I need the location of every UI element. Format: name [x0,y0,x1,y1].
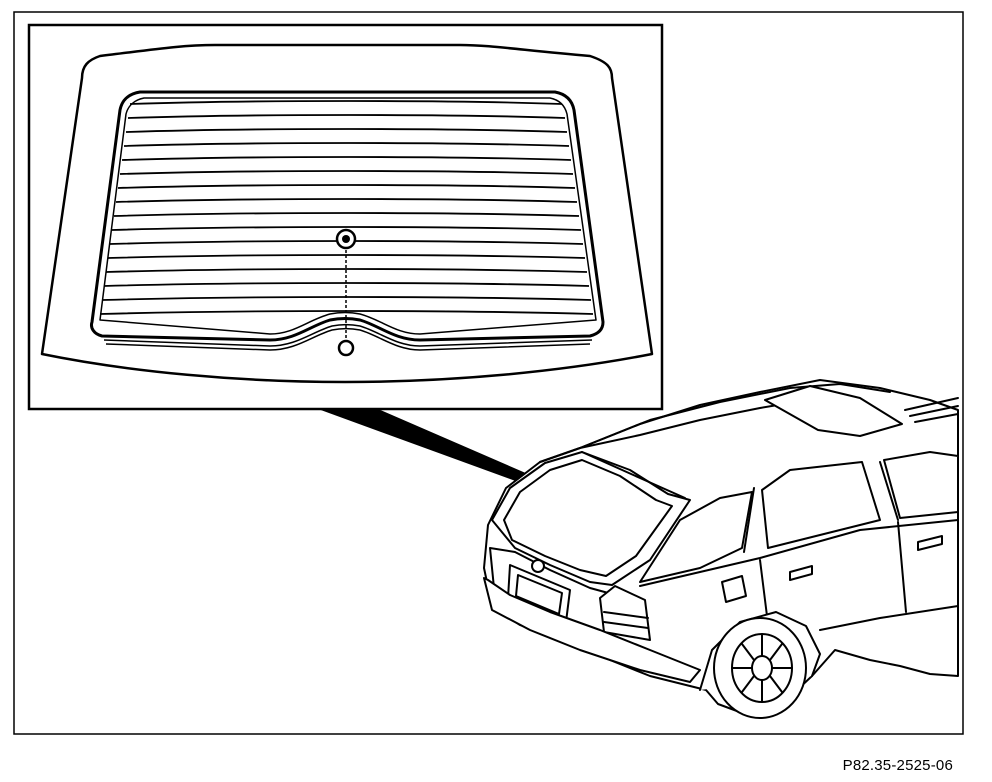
spoiler [581,451,686,499]
terminal-upper-core [342,235,350,243]
sunroof [764,385,903,437]
detail-rear-window [40,43,654,384]
heater-field [90,90,605,342]
terminal-lower [337,339,355,357]
emblem [531,559,545,573]
vehicle-drawing [483,379,959,719]
door-handle-front [917,535,943,551]
rear-bumper [483,577,701,683]
door-sill [819,605,959,631]
rim-spokes [731,633,793,703]
side-window-rear-door [761,461,881,549]
license-plate-inner [515,574,563,615]
door-handle-rear [789,565,813,581]
heater-field-inner [99,97,597,335]
figure-reference: P82.35-2525-06 [842,757,953,774]
rear-hub [751,655,773,681]
heater-grid-lines [99,100,594,315]
roof-rack [904,397,959,423]
lower-edge-1 [103,323,593,347]
glass-outline [40,43,654,384]
beltline [639,519,959,587]
lower-edge-2 [105,327,591,351]
tail-light-detail [603,611,649,629]
side-window-rear-quarter [639,491,753,583]
outer-frame [13,11,964,735]
fuel-door [721,575,747,603]
side-window-front-door [883,451,959,519]
b-pillar [743,461,899,553]
vehicle-rear-window [503,459,673,577]
